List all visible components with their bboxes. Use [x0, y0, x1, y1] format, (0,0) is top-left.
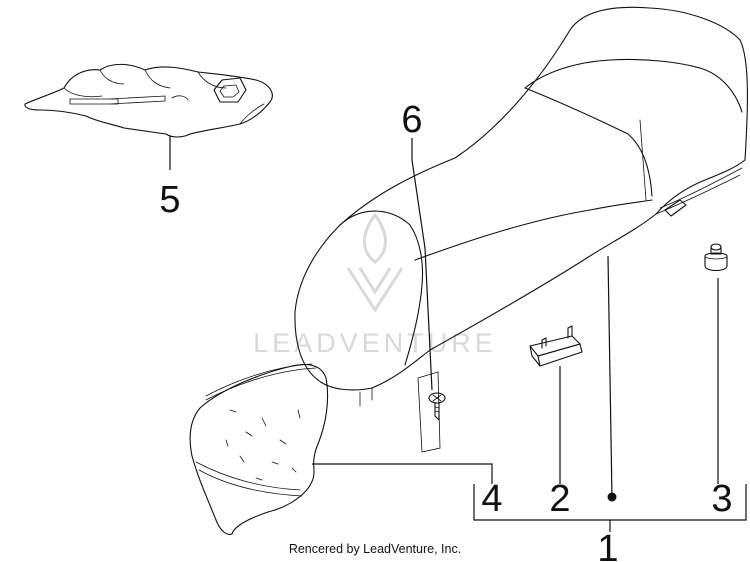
callout-6: 6	[401, 99, 422, 141]
screw	[411, 138, 446, 453]
bumper-block	[529, 325, 583, 484]
tool-kit-bag	[24, 63, 273, 170]
callout-4: 4	[481, 478, 502, 520]
leadventure-watermark: LEADVENTURE	[253, 212, 497, 358]
watermark-text: LEADVENTURE	[253, 328, 497, 358]
brand-badge-icon	[213, 77, 247, 103]
callout-2: 2	[549, 478, 570, 520]
callout-3: 3	[711, 478, 732, 520]
callout-5: 5	[159, 179, 180, 221]
seat-cover	[189, 363, 493, 535]
flame-logo-icon	[346, 212, 404, 313]
seat	[294, 6, 748, 499]
render-credit: Rencered by LeadVenture, Inc.	[289, 542, 461, 556]
callout-1: 1	[597, 528, 618, 562]
item-1-dot	[607, 492, 617, 502]
rubber-bumper	[704, 243, 728, 484]
group-bracket	[473, 484, 747, 532]
